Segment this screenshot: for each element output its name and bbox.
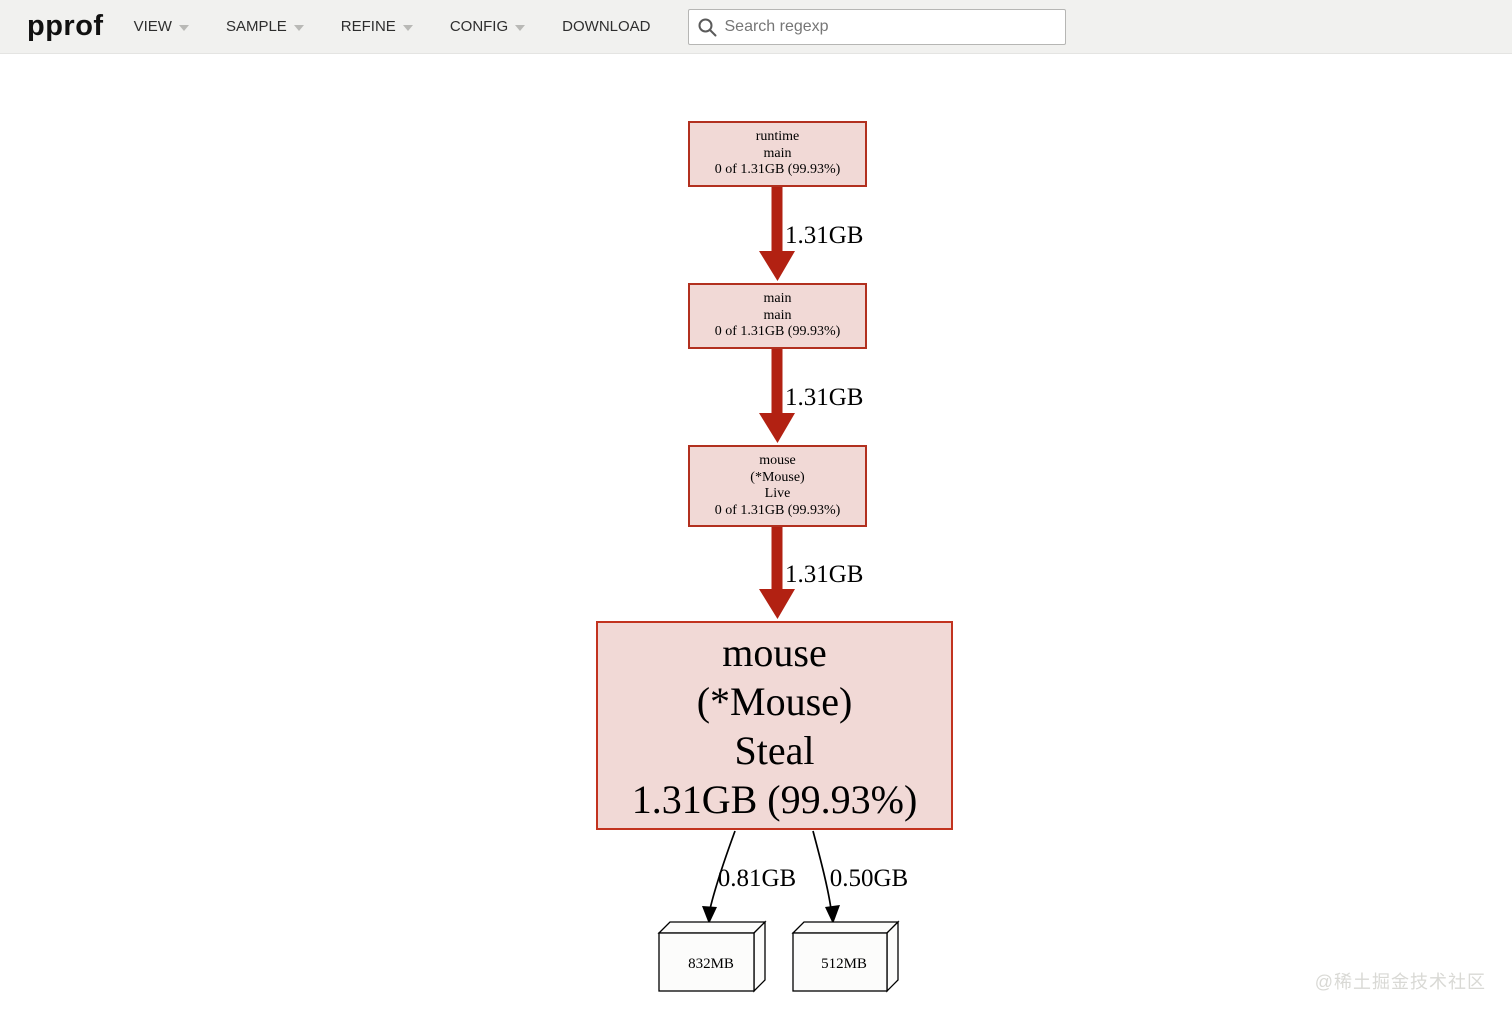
menu-refine[interactable]: REFINE — [341, 18, 413, 35]
edge-runtime-to-main: 1.31GB — [759, 187, 863, 281]
menu-download-label: DOWNLOAD — [562, 18, 651, 35]
edge-label: 1.31GB — [785, 222, 863, 249]
menu-view-label: VIEW — [133, 18, 172, 35]
search-box — [687, 8, 1066, 45]
chevron-down-icon — [178, 24, 189, 31]
node-line: Steal — [734, 727, 815, 773]
node-line: runtime — [755, 129, 800, 145]
menu-sample-label: SAMPLE — [225, 18, 287, 35]
node-label: 832MB — [688, 956, 734, 972]
chevron-down-icon — [402, 24, 413, 31]
edge-steal-to-512mb: 0.50GB — [812, 830, 908, 924]
menu-config-label: CONFIG — [449, 18, 509, 35]
node-runtime-main[interactable]: runtime main 0 of 1.31GB (99.93%) — [688, 121, 867, 187]
node-line: main — [763, 291, 792, 307]
edge-steal-to-832mb: 0.81GB — [702, 830, 796, 924]
node-leaf-512mb[interactable]: 512MB — [791, 920, 900, 993]
node-line: main — [763, 307, 792, 323]
node-line: mouse — [722, 629, 827, 675]
node-line: 1.31GB (99.93%) — [631, 776, 918, 822]
menu-config[interactable]: CONFIG — [449, 18, 526, 35]
node-line: (*Mouse) — [750, 469, 805, 485]
watermark: @稀土掘金技术社区 — [1314, 972, 1486, 992]
node-line: Live — [764, 486, 791, 501]
main-menu: VIEW SAMPLE REFINE CONFIG DOWNLOAD — [134, 18, 688, 35]
menu-view[interactable]: VIEW — [134, 18, 189, 35]
edge-label: 1.31GB — [785, 561, 863, 588]
menu-download[interactable]: DOWNLOAD — [562, 18, 650, 35]
search-input[interactable] — [687, 8, 1066, 45]
node-line: main — [763, 145, 792, 161]
node-line: mouse — [759, 453, 796, 468]
node-mouse-live[interactable]: mouse (*Mouse) Live 0 of 1.31GB (99.93%) — [688, 445, 867, 527]
node-line: 0 of 1.31GB (99.93%) — [714, 162, 841, 178]
top-nav: pprof VIEW SAMPLE REFINE CONFIG DOWNLOAD — [0, 0, 1512, 54]
app-logo: pprof — [27, 10, 104, 42]
node-line: (*Mouse) — [696, 678, 853, 724]
node-label: 512MB — [821, 956, 867, 972]
node-line: 0 of 1.31GB (99.93%) — [714, 324, 841, 340]
chevron-down-icon — [293, 24, 304, 31]
edge-label: 0.50GB — [830, 865, 908, 892]
node-mouse-steal[interactable]: mouse (*Mouse) Steal 1.31GB (99.93%) — [596, 621, 953, 830]
node-line: 0 of 1.31GB (99.93%) — [714, 502, 841, 518]
edge-main-to-mouse-live: 1.31GB — [759, 349, 863, 443]
menu-refine-label: REFINE — [340, 18, 396, 35]
node-main-main[interactable]: main main 0 of 1.31GB (99.93%) — [688, 283, 867, 349]
edge-label: 0.81GB — [718, 865, 796, 892]
edge-label: 1.31GB — [785, 384, 863, 411]
edge-mouse-live-to-steal: 1.31GB — [759, 527, 863, 619]
menu-sample[interactable]: SAMPLE — [226, 18, 304, 35]
node-leaf-832mb[interactable]: 832MB — [657, 920, 767, 993]
chevron-down-icon — [515, 24, 526, 31]
